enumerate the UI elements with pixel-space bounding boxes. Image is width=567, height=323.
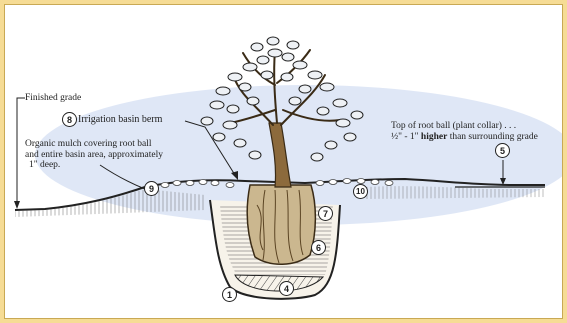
collar-suffix: than surrounding grade [450, 132, 538, 142]
collar-higher: higher [421, 132, 447, 142]
collar-line-2: ½" - 1" higher than surrounding grade [391, 132, 538, 143]
label-irrigation-basin-berm: Irrigation basin berm [78, 115, 162, 126]
arrow-finished-grade [14, 201, 20, 209]
collar-line-1: Top of root ball (plant collar) . . . [391, 121, 538, 132]
root-ball [247, 185, 315, 264]
callout-6-icon: 6 [311, 240, 326, 255]
label-organic-mulch: Organic mulch covering root ball and ent… [25, 139, 163, 171]
callout-7-icon: 7 [318, 206, 333, 221]
mulch-line-3: 1" deep. [25, 160, 163, 171]
callout-4-icon: 4 [279, 281, 294, 296]
label-root-ball-collar: Top of root ball (plant collar) . . . ½"… [391, 121, 538, 142]
collar-height-range: ½" - 1" [391, 132, 419, 142]
callout-1-icon: 1 [222, 287, 237, 302]
callout-10-icon: 10 [353, 184, 368, 199]
callout-9-icon: 9 [144, 181, 159, 196]
label-finished-grade: Finished grade [25, 93, 81, 104]
mulch-line-1: Organic mulch covering root ball [25, 139, 163, 150]
diagram-frame: Finished grade Irrigation basin berm Org… [4, 4, 563, 319]
mulch-line-2: and entire basin area, approximately [25, 150, 163, 161]
callout-5-icon: 5 [495, 143, 510, 158]
callout-8-icon: 8 [62, 112, 77, 127]
